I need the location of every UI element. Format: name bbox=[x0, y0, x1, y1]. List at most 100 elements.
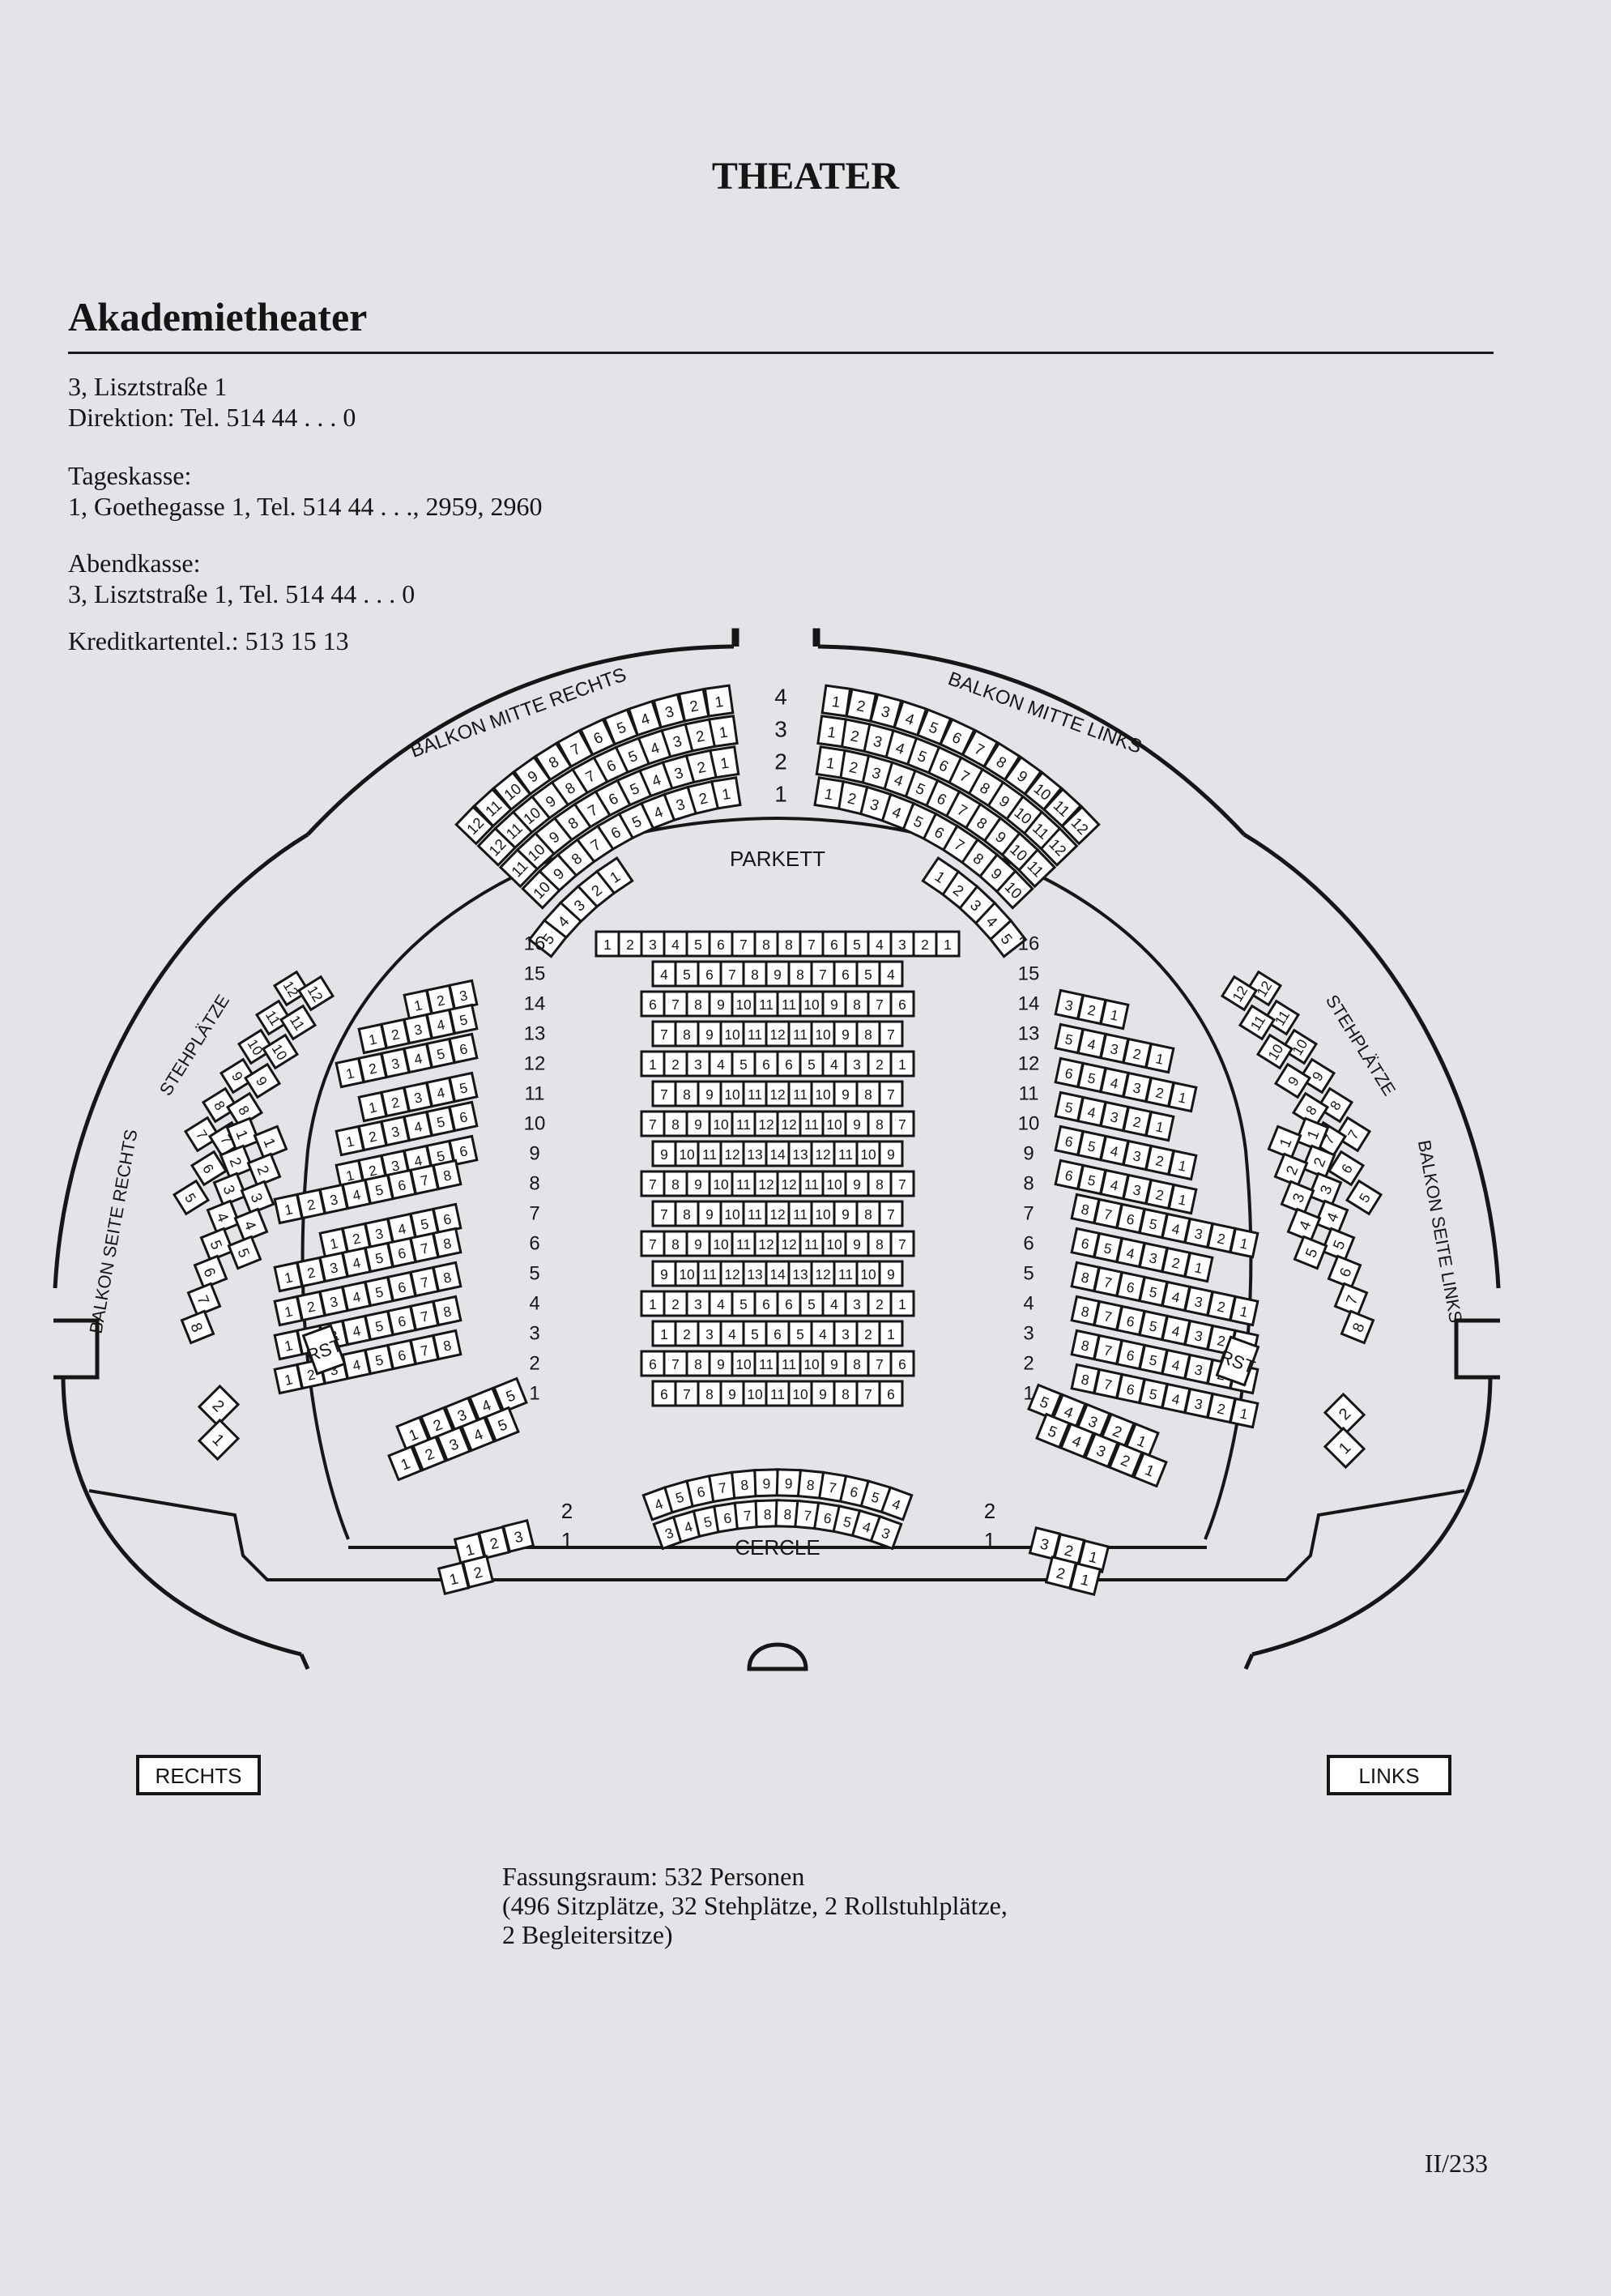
balcony-center-right-seat[interactable]: 3 bbox=[652, 693, 686, 729]
balkon-seite-left-seat[interactable]: 2 bbox=[1301, 1144, 1336, 1180]
balkon-seite-right-seat[interactable]: 5 bbox=[227, 1235, 262, 1270]
balcony-center-right-seat[interactable]: 1 bbox=[709, 745, 740, 779]
parkett-seat[interactable]: 6 bbox=[708, 930, 734, 958]
rear-right-seat[interactable]: 2 bbox=[411, 1435, 447, 1472]
parkett-right-side-seat[interactable]: 7 bbox=[409, 1163, 440, 1196]
balcony-center-right-seat[interactable]: 6 bbox=[579, 717, 616, 757]
balcony-center-left-seat[interactable]: 8 bbox=[962, 802, 1003, 843]
parkett-seat[interactable]: 2 bbox=[663, 1050, 688, 1078]
parkett-seat[interactable]: 8 bbox=[855, 1200, 881, 1227]
parkett-seat[interactable]: 10 bbox=[719, 1200, 745, 1227]
parkett-seat[interactable]: 6 bbox=[889, 1350, 915, 1377]
cercle-seat[interactable]: 3 bbox=[869, 1514, 903, 1551]
parkett-right-side-seat[interactable]: 2 bbox=[341, 1222, 372, 1254]
parkett-seat[interactable]: 8 bbox=[855, 1020, 881, 1048]
parkett-left-side-seat[interactable]: 5 bbox=[1076, 1163, 1107, 1196]
parkett-seat[interactable]: 6 bbox=[753, 1050, 779, 1078]
parkett-left-side-seat[interactable]: 8 bbox=[1070, 1329, 1101, 1361]
parkett-left-side-seat[interactable]: 1 bbox=[1144, 1042, 1175, 1074]
parkett-seat[interactable]: 12 bbox=[776, 1230, 802, 1257]
parkett-left-side-seat[interactable]: 3 bbox=[1183, 1217, 1214, 1249]
parkett-seat[interactable]: 8 bbox=[663, 1170, 688, 1197]
parkett-seat[interactable]: 10 bbox=[799, 1350, 825, 1377]
parkett-left-side-seat[interactable]: 4 bbox=[1076, 1027, 1107, 1060]
parkett-seat[interactable]: 8 bbox=[867, 1110, 893, 1137]
parkett-right-side-seat[interactable]: 4 bbox=[341, 1280, 372, 1312]
parkett-seat[interactable]: 10 bbox=[708, 1170, 734, 1197]
cercle-left-small-seat[interactable]: 1 bbox=[1068, 1562, 1102, 1596]
parkett-seat[interactable]: 9 bbox=[821, 1350, 847, 1377]
balkon-seite-right-seat[interactable]: 3 bbox=[240, 1180, 275, 1215]
parkett-left-side-seat[interactable]: 1 bbox=[1167, 1081, 1198, 1113]
parkett-right-side-seat[interactable]: 1 bbox=[357, 1090, 388, 1123]
parkett-seat[interactable]: 9 bbox=[685, 1230, 711, 1257]
stehplatz-left[interactable]: 10 bbox=[1280, 1028, 1319, 1065]
parkett-seat[interactable]: 1 bbox=[595, 930, 620, 958]
parkett-seat[interactable]: 9 bbox=[708, 1350, 734, 1377]
parkett-seat[interactable]: 2 bbox=[867, 1290, 893, 1317]
parkett-seat[interactable]: 6 bbox=[889, 990, 915, 1018]
parkett-right-side-seat[interactable]: 6 bbox=[386, 1338, 417, 1371]
parkett-seat[interactable]: 7 bbox=[651, 1200, 677, 1227]
balkon-seite-left-seat[interactable]: 1 bbox=[1294, 1116, 1330, 1152]
balcony-center-right-seat[interactable]: 11 bbox=[498, 847, 539, 889]
parkett-seat[interactable]: 6 bbox=[697, 960, 722, 988]
stehplatz-left[interactable]: 9 bbox=[1298, 1057, 1336, 1095]
parkett-seat[interactable]: 3 bbox=[685, 1050, 711, 1078]
balcony-center-right-seat[interactable]: 2 bbox=[684, 749, 718, 784]
parkett-right-side-seat[interactable]: 3 bbox=[403, 1013, 433, 1045]
parkett-seat[interactable]: 7 bbox=[810, 960, 836, 988]
parkett-seat[interactable]: 7 bbox=[878, 1200, 904, 1227]
stehplatz-right[interactable]: 12 bbox=[296, 975, 335, 1012]
balkon-seite-left-seat[interactable]: 4 bbox=[1286, 1207, 1322, 1243]
parkett-seat[interactable]: 9 bbox=[651, 1260, 677, 1287]
parkett-seat[interactable]: 8 bbox=[787, 960, 813, 988]
parkett-right-side-seat[interactable]: 8 bbox=[432, 1159, 462, 1191]
cercle-right-small-seat[interactable]: 2 bbox=[461, 1555, 495, 1589]
parkett-seat[interactable]: 9 bbox=[708, 990, 734, 1018]
cercle-seat[interactable]: 9 bbox=[775, 1468, 802, 1498]
parkett-seat[interactable]: 10 bbox=[787, 1380, 813, 1407]
parkett-seat[interactable]: 10 bbox=[742, 1380, 768, 1407]
balcony-center-left-seat[interactable]: 8 bbox=[982, 741, 1021, 782]
parkett-right-side-seat[interactable]: 5 bbox=[364, 1275, 394, 1308]
parkett-right-side-seat[interactable]: 8 bbox=[432, 1329, 462, 1361]
parkett-seat[interactable]: 8 bbox=[844, 990, 870, 1018]
parkett-seat[interactable]: 9 bbox=[833, 1020, 859, 1048]
balkon-seite-right-seat[interactable]: 1 bbox=[253, 1125, 288, 1160]
cercle-seat[interactable]: 4 bbox=[880, 1486, 914, 1521]
balcony-center-right-seat[interactable]: 1 bbox=[703, 684, 735, 718]
parkett-left-side-seat[interactable]: 4 bbox=[1099, 1134, 1130, 1167]
rear-right-seat[interactable]: 4 bbox=[460, 1415, 496, 1453]
balcony-center-right-seat[interactable]: 3 bbox=[660, 723, 694, 759]
parkett-right-side-seat[interactable]: 4 bbox=[341, 1348, 372, 1381]
parkett-seat[interactable]: 8 bbox=[663, 1110, 688, 1137]
parkett-seat[interactable]: 14 bbox=[765, 1140, 791, 1167]
stehplatz-right[interactable]: 11 bbox=[254, 999, 293, 1036]
parkett-seat[interactable]: 3 bbox=[889, 930, 915, 958]
balcony-center-left-seat[interactable]: 3 bbox=[857, 785, 893, 822]
parkett-seat[interactable]: 8 bbox=[663, 1230, 688, 1257]
balkon-seite-left-seat[interactable]: 3 bbox=[1307, 1171, 1343, 1207]
parkett-seat[interactable]: 8 bbox=[685, 990, 711, 1018]
parkett-seat[interactable]: 6 bbox=[833, 960, 859, 988]
parkett-seat[interactable]: 1 bbox=[878, 1320, 904, 1347]
parkett-seat[interactable]: 8 bbox=[855, 1080, 881, 1107]
parkett-left-side-seat[interactable]: 7 bbox=[1093, 1334, 1123, 1366]
parkett-left-side-seat[interactable]: 6 bbox=[1115, 1304, 1146, 1337]
parkett-seat[interactable]: 6 bbox=[753, 1290, 779, 1317]
parkett-seat[interactable]: 11 bbox=[697, 1260, 722, 1287]
balkon-seite-left-seat[interactable]: 8 bbox=[1340, 1309, 1375, 1345]
parkett-seat[interactable]: 11 bbox=[731, 1170, 756, 1197]
parkett-left-side-seat[interactable]: 2 bbox=[1076, 993, 1107, 1026]
balcony-center-right-seat[interactable]: 7 bbox=[575, 824, 615, 864]
parkett-seat[interactable]: 12 bbox=[810, 1260, 836, 1287]
parkett-seat[interactable]: 7 bbox=[878, 1080, 904, 1107]
balcony-center-left-seat[interactable]: 6 bbox=[939, 717, 976, 757]
parkett-left-side-seat[interactable]: 5 bbox=[1138, 1343, 1169, 1376]
parkett-seat[interactable]: 10 bbox=[810, 1020, 836, 1048]
parkett-seat[interactable]: 3 bbox=[685, 1290, 711, 1317]
balcony-center-right-seat[interactable]: 2 bbox=[677, 687, 710, 723]
balcony-center-left-front-seat[interactable]: 1 bbox=[921, 856, 961, 897]
parkett-seat[interactable]: 12 bbox=[765, 1020, 791, 1048]
